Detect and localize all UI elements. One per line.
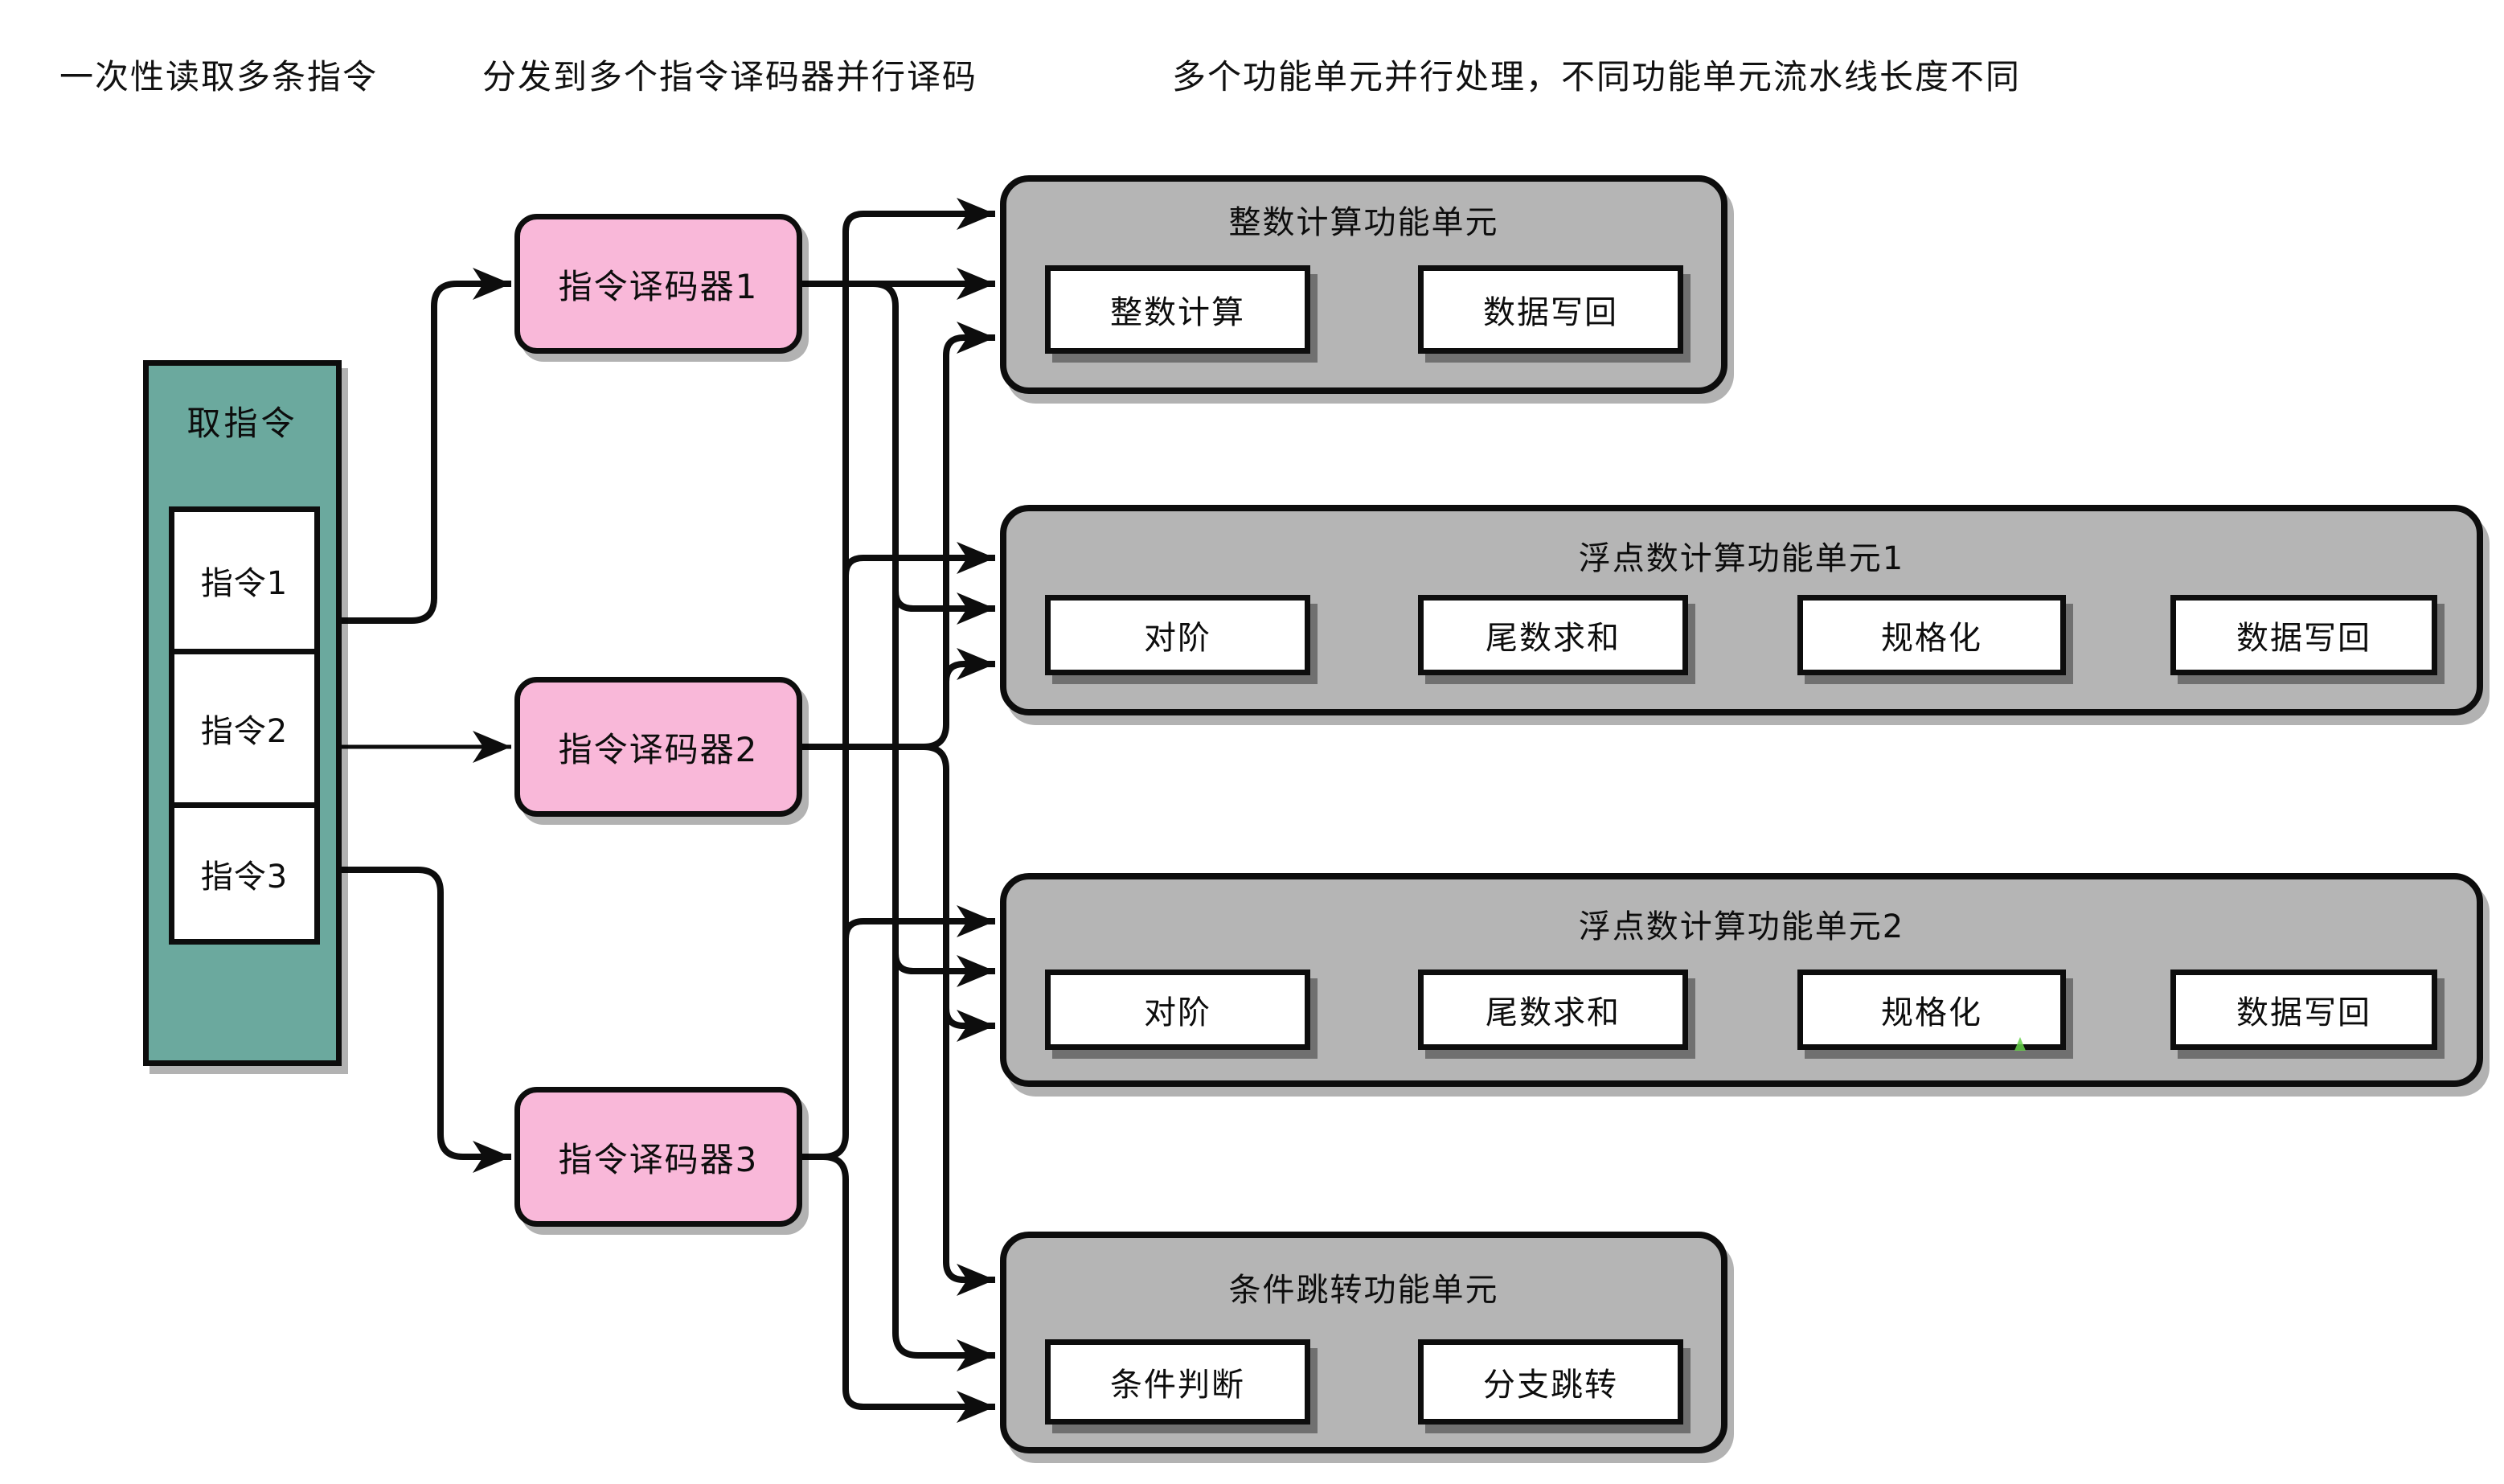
artifact-green-mark xyxy=(2014,1037,2026,1051)
annotation-fetch: 一次性读取多条指令 xyxy=(59,57,379,96)
decoder-1: 指令译码器1 xyxy=(514,214,802,354)
stage-fp1-mantissa: 尾数求和 xyxy=(1418,595,1688,675)
connector-instr3-decoder3 xyxy=(320,867,511,1173)
unit-integer: 整数计算功能单元 整数计算 数据写回 xyxy=(1000,175,1727,394)
stage-jump-branch: 分支跳转 xyxy=(1418,1339,1683,1425)
stage-fp1-normalize: 规格化 xyxy=(1797,595,2066,675)
instruction-3: 指令3 xyxy=(169,802,320,945)
unit-fp1-title: 浮点数计算功能单元1 xyxy=(1578,540,1905,577)
unit-integer-title: 整数计算功能单元 xyxy=(1228,204,1499,241)
unit-fp2: 浮点数计算功能单元2 对阶 尾数求和 规格化 数据写回 xyxy=(1000,873,2483,1087)
stage-jump-condition: 条件判断 xyxy=(1045,1339,1310,1425)
stage-fp2-align: 对阶 xyxy=(1045,970,1310,1050)
connector-instr1-decoder1 xyxy=(320,268,511,624)
stage-fp1-writeback: 数据写回 xyxy=(2170,595,2437,675)
connector-decoder3-down-unit4 xyxy=(822,1154,995,1423)
branch-decoder2-unit2 xyxy=(943,648,995,683)
stage-fp2-mantissa: 尾数求和 xyxy=(1418,970,1688,1050)
branch-decoder1-unit2 xyxy=(892,590,995,625)
branch-decoder3-unit2 xyxy=(842,542,995,576)
connector-decoder1-trunk-unit4 xyxy=(872,281,995,1371)
fetch-title: 取指令 xyxy=(186,404,298,443)
decoder-2: 指令译码器2 xyxy=(514,677,802,817)
branch-decoder3-unit3 xyxy=(842,905,995,940)
branch-decoder2-unit3 xyxy=(943,1007,995,1042)
unit-fp2-title: 浮点数计算功能单元2 xyxy=(1578,908,1905,945)
annotation-dispatch: 分发到多个指令译码器并行译码 xyxy=(482,57,978,96)
stage-integer-writeback: 数据写回 xyxy=(1418,265,1683,354)
stage-integer-compute: 整数计算 xyxy=(1045,265,1310,354)
decoder-3: 指令译码器3 xyxy=(514,1087,802,1227)
instruction-1: 指令1 xyxy=(169,506,320,654)
unit-fp1: 浮点数计算功能单元1 对阶 尾数求和 规格化 数据写回 xyxy=(1000,505,2483,715)
instruction-2: 指令2 xyxy=(169,649,320,808)
annotation-units: 多个功能单元并行处理，不同功能单元流水线长度不同 xyxy=(1172,57,2022,96)
unit-jump: 条件跳转功能单元 条件判断 分支跳转 xyxy=(1000,1232,1727,1453)
unit-jump-title: 条件跳转功能单元 xyxy=(1228,1272,1499,1309)
fetch-box: 取指令 指令1 指令2 指令3 xyxy=(143,360,342,1066)
stage-fp1-align: 对阶 xyxy=(1045,595,1310,675)
branch-decoder1-unit3 xyxy=(892,953,995,987)
stage-fp2-normalize: 规格化 xyxy=(1797,970,2066,1050)
stage-fp2-writeback: 数据写回 xyxy=(2170,970,2437,1050)
connector-decoder2-down-unit4 xyxy=(923,744,995,1296)
